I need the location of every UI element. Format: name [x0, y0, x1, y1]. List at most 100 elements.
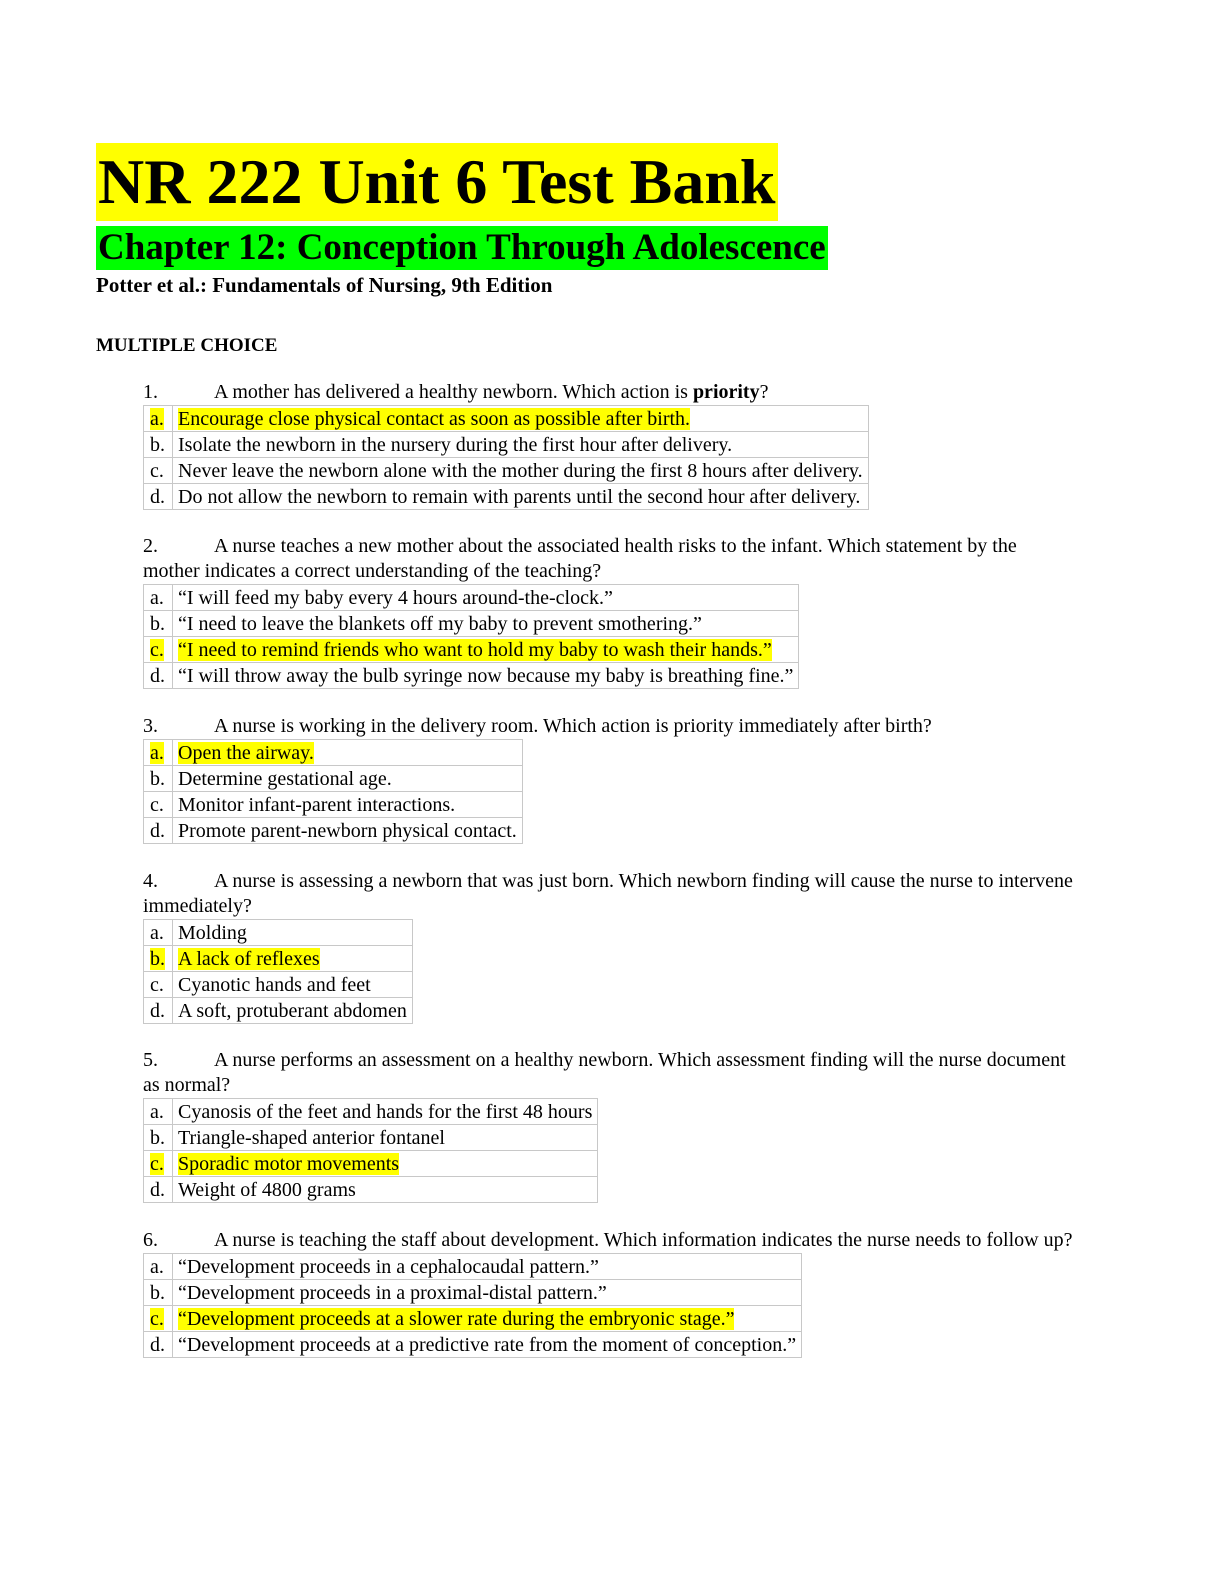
question-number: 6. — [143, 1229, 158, 1251]
answer-option-correct: c. “I need to remind friends who want to … — [143, 636, 800, 663]
option-letter: d. — [150, 1000, 165, 1022]
answer-option-correct: b. A lack of reflexes — [143, 945, 413, 972]
option-text: “Development proceeds at a slower rate d… — [178, 1308, 735, 1330]
question-text: A nurse teaches a new mother about the a… — [143, 535, 1017, 582]
option-text: “Development proceeds at a predictive ra… — [178, 1334, 797, 1356]
option-text: Sporadic motor movements — [178, 1153, 400, 1175]
question-stem: 4.A nurse is assessing a newborn that wa… — [143, 869, 1073, 919]
option-letter: a. — [150, 587, 164, 609]
option-letter: c. — [150, 460, 164, 482]
option-letter: c. — [150, 794, 164, 816]
question-number: 4. — [143, 870, 158, 892]
option-letter: a. — [150, 1101, 164, 1123]
document-title: NR 222 Unit 6 Test Bank — [96, 143, 778, 221]
option-text: “I will feed my baby every 4 hours aroun… — [178, 587, 613, 609]
option-text: Triangle-shaped anterior fontanel — [178, 1127, 445, 1149]
option-text: A soft, protuberant abdomen — [178, 1000, 407, 1022]
option-letter: b. — [150, 434, 165, 456]
answer-option: c. Cyanotic hands and feet — [143, 971, 413, 998]
source-citation: Potter et al.: Fundamentals of Nursing, … — [96, 273, 553, 297]
option-letter: a. — [150, 408, 164, 430]
question-text: A nurse is working in the delivery room.… — [214, 715, 932, 737]
option-letter: c. — [150, 1308, 164, 1330]
option-letter: a. — [150, 742, 164, 764]
answer-options: a. Molding b. A lack of reflexes c. Cyanotic … — [143, 919, 413, 1024]
question-stem: 5.A nurse performs an assessment on a he… — [143, 1048, 1073, 1098]
option-text: “I need to remind friends who want to ho… — [178, 639, 772, 661]
section-heading: MULTIPLE CHOICE — [96, 335, 278, 356]
answer-option: b. “I need to leave the blankets off my b… — [143, 610, 800, 637]
answer-option-correct: a. Open the airway. — [143, 739, 523, 766]
answer-options: a. Open the airway.b.Determine gestationa… — [143, 739, 523, 844]
question-number: 1. — [143, 381, 158, 403]
option-text: Open the airway. — [178, 742, 314, 764]
option-text: Monitor infant-parent interactions. — [178, 794, 456, 816]
question-number: 3. — [143, 715, 158, 737]
answer-option: a. “Development proceeds in a cephalocaud… — [143, 1253, 803, 1280]
answer-option: d. “I will throw away the bulb syringe no… — [143, 662, 800, 689]
answer-options: a. “I will feed my baby every 4 hours aro… — [143, 584, 800, 689]
option-letter: b. — [150, 613, 165, 635]
answer-option: d. Do not allow the newborn to remain wit… — [143, 483, 869, 510]
option-text: Cyanotic hands and feet — [178, 974, 371, 996]
answer-option: a. Molding — [143, 919, 413, 946]
question-stem: 2.A nurse teaches a new mother about the… — [143, 534, 1073, 584]
answer-option: d. Weight of 4800 grams — [143, 1176, 599, 1203]
option-text: “Development proceeds in a cephalocaudal… — [178, 1256, 599, 1278]
answer-option-correct: c. “Development proceeds at a slower rate… — [143, 1305, 803, 1332]
option-letter: b. — [150, 948, 165, 970]
question-emphasis: priority — [692, 381, 760, 403]
answer-option: c. Monitor infant-parent interactions. — [143, 791, 523, 818]
option-letter: b. — [150, 1127, 165, 1149]
option-letter: c. — [150, 974, 164, 996]
question-text: A mother has delivered a healthy newborn… — [214, 381, 693, 403]
answer-option: a. “I will feed my baby every 4 hours aro… — [143, 584, 800, 611]
question-block: 1. A mother has delivered a healthy newbo… — [143, 380, 1073, 510]
question-stem: 6.A nurse is teaching the staff about de… — [143, 1228, 1073, 1253]
answer-option-correct: a. Encourage close physical contact as so… — [143, 405, 869, 432]
question-text: A nurse performs an assessment on a heal… — [143, 1049, 1066, 1096]
option-letter: d. — [150, 486, 165, 508]
option-text: Molding — [178, 922, 247, 944]
option-text: “I will throw away the bulb syringe now … — [178, 665, 794, 687]
answer-option-correct: c. Sporadic motor movements — [143, 1150, 599, 1177]
question-text: A nurse is assessing a newborn that was … — [143, 870, 1073, 917]
option-letter: b. — [150, 768, 165, 790]
option-letter: b. — [150, 1282, 165, 1304]
option-letter: a. — [150, 1256, 164, 1278]
answer-options: a.Cyanosis of the feet and hands for the… — [143, 1098, 599, 1203]
option-letter: d. — [150, 1179, 165, 1201]
question-block: 5.A nurse performs an assessment on a he… — [143, 1048, 1073, 1203]
option-text: A lack of reflexes — [178, 948, 320, 970]
option-text: Encourage close physical contact as soon… — [178, 408, 691, 430]
option-letter: d. — [150, 665, 165, 687]
question-number: 5. — [143, 1049, 158, 1071]
answer-option: d. “Development proceeds at a predictive … — [143, 1331, 803, 1358]
answer-option: b.Isolate the newborn in the nursery dur… — [143, 431, 869, 458]
question-text-end: ? — [759, 381, 769, 403]
option-text: “Development proceeds in a proximal-dist… — [178, 1282, 607, 1304]
option-letter: d. — [150, 820, 165, 842]
answer-option: b.Determine gestational age. — [143, 765, 523, 792]
option-text: Do not allow the newborn to remain with … — [178, 486, 861, 508]
question-block: 4.A nurse is assessing a newborn that wa… — [143, 869, 1073, 1024]
answer-option: b. “Development proceeds in a proximal-di… — [143, 1279, 803, 1306]
option-text: Weight of 4800 grams — [178, 1179, 356, 1201]
question-block: 2.A nurse teaches a new mother about the… — [143, 534, 1073, 689]
option-letter: c. — [150, 1153, 164, 1175]
answer-option: c. Never leave the newborn alone with the… — [143, 457, 869, 484]
option-letter: d. — [150, 1334, 165, 1356]
chapter-heading: Chapter 12: Conception Through Adolescen… — [96, 226, 828, 270]
option-text: Never leave the newborn alone with the m… — [178, 460, 863, 482]
option-letter: a. — [150, 922, 164, 944]
answer-option: a.Cyanosis of the feet and hands for the… — [143, 1098, 599, 1125]
answer-options: a. Encourage close physical contact as so… — [143, 405, 869, 510]
option-letter: c. — [150, 639, 164, 661]
answer-option: d.Promote parent-newborn physical contac… — [143, 817, 523, 844]
question-block: 6.A nurse is teaching the staff about de… — [143, 1228, 1073, 1358]
option-text: “I need to leave the blankets off my bab… — [178, 613, 702, 635]
question-number: 2. — [143, 535, 158, 557]
question-block: 3. A nurse is working in the delivery roo… — [143, 714, 1073, 844]
answer-option: b. Triangle-shaped anterior fontanel — [143, 1124, 599, 1151]
